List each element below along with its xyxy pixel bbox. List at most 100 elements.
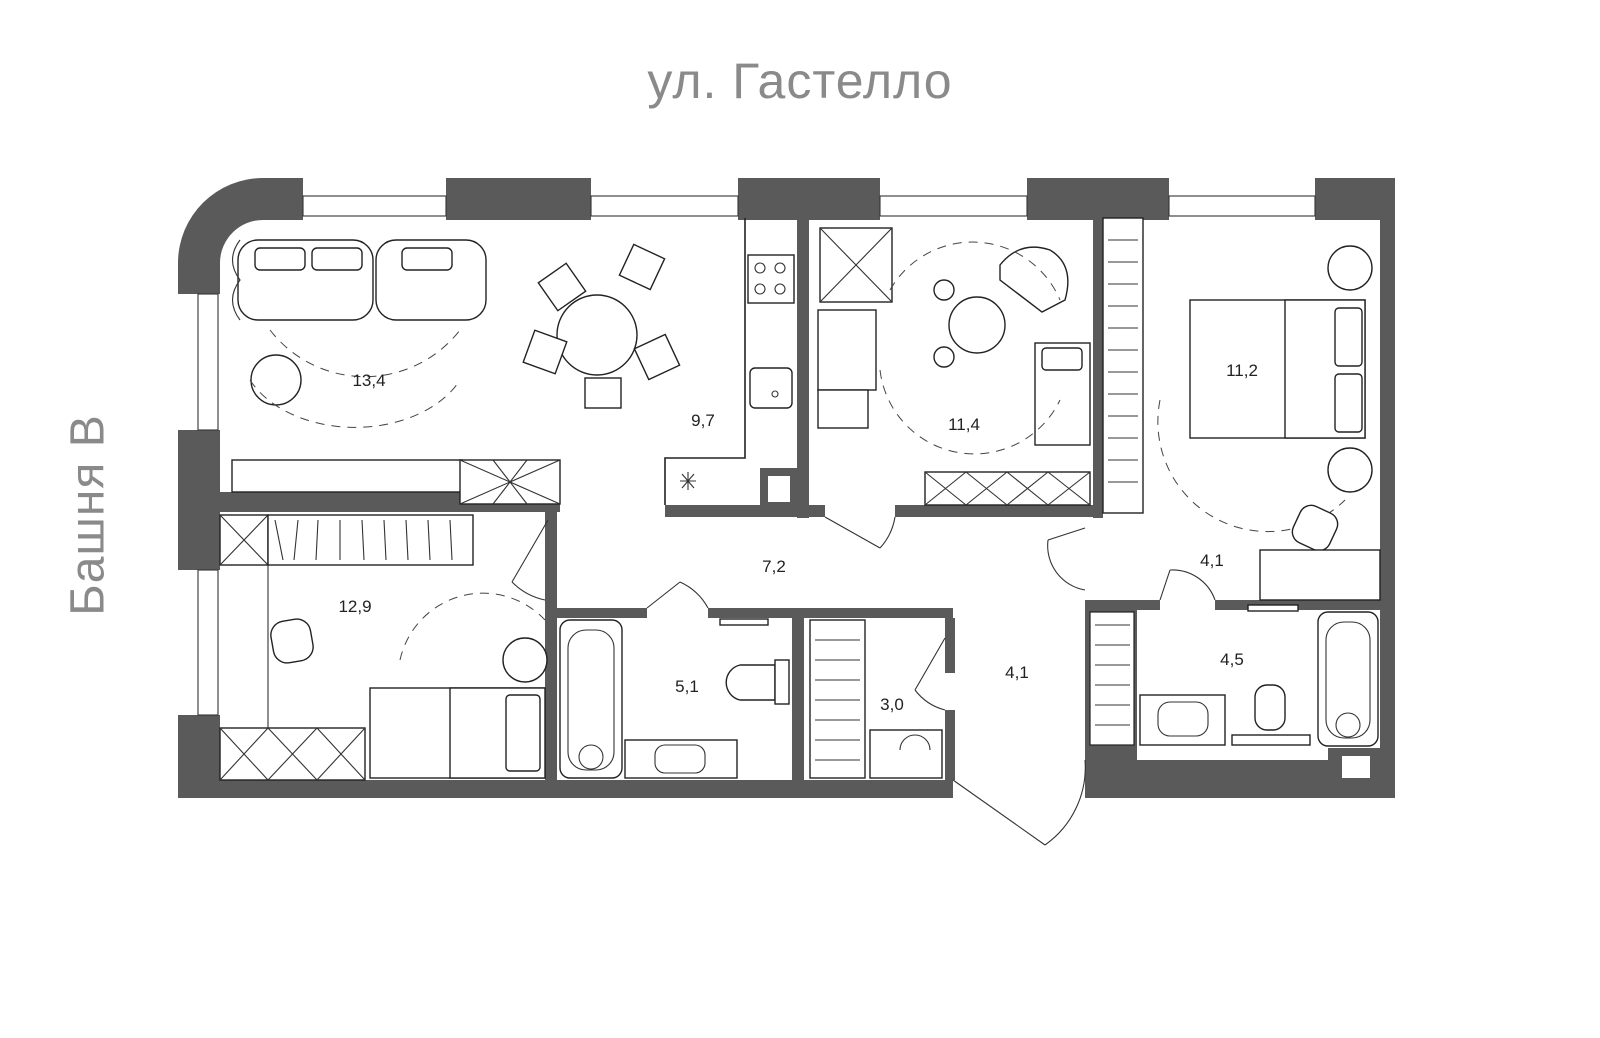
closet-tall-body	[1102, 217, 1144, 514]
drain	[1335, 712, 1361, 738]
kitchen-counter	[664, 218, 746, 505]
pillow	[1334, 373, 1363, 433]
toilet-tank	[774, 659, 790, 705]
area-entrance: 4,1	[1005, 663, 1029, 682]
bedroom-middle-furniture	[817, 227, 1091, 506]
shower-cross	[819, 227, 893, 303]
wall-wardrobe-right-2	[945, 710, 955, 780]
drain	[578, 744, 604, 770]
drain	[771, 390, 779, 398]
stool	[933, 346, 955, 368]
shaft-kitchen-inner	[768, 476, 790, 502]
area-corridor-right: 4,1	[1200, 551, 1224, 570]
area-kitchen: 9,7	[691, 411, 715, 430]
rug-arc	[889, 241, 1061, 301]
hangers	[274, 519, 453, 561]
vanity	[1139, 694, 1226, 746]
door-swing	[646, 581, 709, 609]
wall-bedroom-right	[1093, 218, 1103, 518]
burner	[774, 283, 786, 295]
cushion	[401, 247, 453, 271]
area-bathroom-right: 4,5	[1220, 650, 1244, 669]
wall-top-1	[446, 178, 591, 220]
wardrobe-cross	[924, 471, 1091, 506]
window-bedroom-right	[1168, 195, 1316, 217]
cabinet-cross	[459, 459, 561, 505]
kitchen-furniture	[664, 218, 795, 505]
area-labels: 13,4 9,7 11,4 11,2 12,9 7,2 4,1 5,1 3,0 …	[338, 361, 1257, 714]
basin	[1157, 701, 1209, 737]
window-living-left	[197, 293, 219, 431]
wall-right	[1380, 178, 1395, 798]
dresser	[817, 389, 869, 429]
door-swing	[1159, 569, 1216, 601]
pillow	[1041, 347, 1083, 371]
burner	[774, 262, 786, 274]
door-swing	[511, 519, 549, 601]
wall-top-left-corner	[178, 178, 303, 294]
stove	[747, 254, 795, 304]
armchair	[999, 246, 1069, 313]
window-kitchen	[590, 195, 739, 217]
doors	[511, 516, 1216, 846]
chair	[522, 329, 568, 375]
radiator	[719, 618, 769, 626]
hangers	[1108, 239, 1138, 483]
windows	[197, 195, 1316, 716]
wardrobe-low	[924, 471, 1091, 506]
bedroom-left-furniture	[219, 514, 548, 781]
curtain	[231, 239, 241, 321]
shaft-bath-inner	[1342, 756, 1370, 778]
toilet-shelf	[1231, 734, 1311, 746]
shelf	[869, 729, 943, 779]
wall-bath-top	[557, 608, 647, 618]
area-living: 13,4	[352, 371, 385, 390]
washer	[817, 309, 877, 391]
wall-right-bath-top-2	[1215, 600, 1385, 610]
round-table	[948, 296, 1006, 354]
wardrobe-rail	[809, 619, 866, 779]
pillow	[505, 694, 541, 772]
wall-kitchen-bottom	[665, 505, 825, 517]
wall-bedroom-bottom	[895, 505, 1095, 517]
nightstand	[502, 637, 548, 683]
armchair	[270, 618, 314, 664]
door-swing	[899, 734, 931, 751]
area-bedroom-right: 11,2	[1226, 361, 1258, 380]
wall-kitchen-bedroom	[797, 218, 809, 518]
window-bedroom-left	[197, 569, 219, 716]
chair	[618, 243, 666, 291]
stool	[933, 279, 955, 301]
rug-arc	[249, 379, 461, 428]
area-hall: 7,2	[762, 557, 786, 576]
kitchen-sink	[749, 367, 793, 409]
bathroom-left-furniture	[559, 618, 790, 779]
wall-top-3	[1027, 178, 1169, 220]
area-bathroom-left: 5,1	[675, 677, 699, 696]
hangers	[1095, 624, 1130, 726]
closet-tall	[1102, 217, 1144, 514]
wardrobe-room	[809, 619, 943, 779]
area-bedroom-middle: 11,4	[948, 415, 980, 434]
window-bedroom-middle	[879, 195, 1028, 217]
nightstand	[1327, 245, 1373, 291]
drawer-cross	[219, 727, 366, 781]
burner	[754, 283, 766, 295]
bathtub-inner	[1325, 621, 1371, 739]
wall-wardrobe-right	[945, 618, 955, 673]
door-swing	[1047, 527, 1086, 591]
chair	[633, 333, 681, 381]
living-furniture	[231, 239, 561, 505]
cabinet-cross	[219, 514, 269, 566]
dining-furniture	[522, 243, 681, 409]
wall-bottom-left	[178, 780, 953, 798]
bedroom-right-furniture	[1157, 245, 1381, 601]
rug-arc	[879, 369, 1061, 455]
wall-bath-wardrobe	[792, 618, 804, 780]
area-bedroom-left: 12,9	[338, 597, 371, 616]
bathroom-right-furniture	[1095, 604, 1379, 747]
pillow	[1334, 307, 1363, 367]
closet-right	[1089, 611, 1135, 746]
bathtub-inner	[567, 629, 615, 771]
wall-bedroom-left-right	[545, 512, 557, 782]
